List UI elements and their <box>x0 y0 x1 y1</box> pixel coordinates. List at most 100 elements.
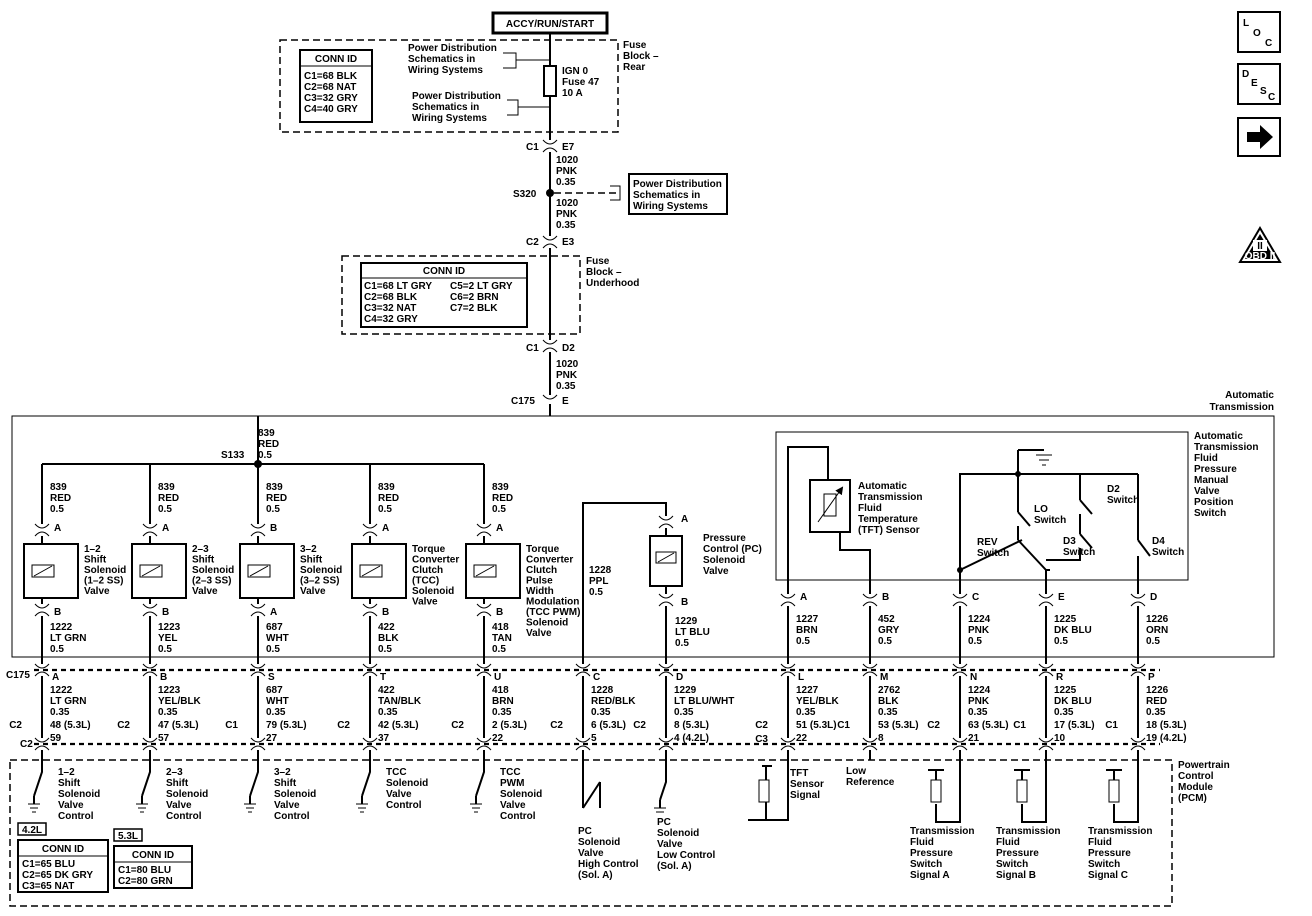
cavity-label: 57 <box>158 733 170 744</box>
terminal <box>34 603 50 617</box>
fuse-block-underhood: CONN ID C1=68 LT GRY C2=68 BLK C3=32 NAT… <box>341 255 639 335</box>
conn-id-line: C3=65 NAT <box>22 881 74 892</box>
cavity-label: 5 <box>591 733 597 744</box>
pcm-label: Signal C <box>1088 870 1128 881</box>
conn-id-title: CONN ID <box>132 850 174 861</box>
pullup-resistor <box>1016 779 1028 803</box>
ground-symbol <box>136 803 148 813</box>
switch-label: LO <box>1034 504 1048 515</box>
conn-label: C2 <box>451 720 464 731</box>
connector-c1-e7: C1 E7 <box>526 139 575 153</box>
wire-label: 1222 <box>50 622 73 633</box>
power-source: ACCY/RUN/START <box>491 11 609 35</box>
wire-label: TAN/BLK <box>378 696 422 707</box>
terminal <box>862 663 878 677</box>
wire-label: 0.35 <box>878 707 898 718</box>
pcm-label: Solenoid <box>58 789 100 800</box>
switch-label: Switch <box>1034 515 1066 526</box>
pcm-label: Low Control <box>657 850 716 861</box>
wire-label: 1222 <box>50 685 73 696</box>
conn-id-line: C4=40 GRY <box>304 104 358 115</box>
pin-label: E7 <box>562 142 575 153</box>
icon-letter: D <box>1242 69 1249 80</box>
conn-label: C1 <box>837 720 850 731</box>
fuse-block-rear: CONN ID C1=68 BLK C2=68 NAT C3=32 GRY C4… <box>279 39 659 133</box>
wire-label: BLK <box>878 696 899 707</box>
cavity-label: 21 <box>968 733 980 744</box>
pin-label: B <box>54 607 61 618</box>
terminal <box>250 737 266 751</box>
wire-label: 1225 <box>1054 685 1077 696</box>
switch-label: D2 <box>1107 484 1120 495</box>
wire-label: 1223 <box>158 685 181 696</box>
wire <box>1113 760 1139 823</box>
cavity-label: 51 (5.3L) <box>796 720 837 731</box>
conn-label: C1 <box>526 142 539 153</box>
terminal <box>862 737 878 751</box>
pcm-label: PWM <box>500 778 524 789</box>
solenoid-4: 839RED0.5ATorqueConverterClutch(TCC)Sole… <box>351 482 459 657</box>
conn-id-line: C3=32 GRY <box>304 93 358 104</box>
icon-letter: L <box>1243 18 1249 29</box>
pin-label: B <box>270 523 277 534</box>
solenoid-coil <box>33 565 53 577</box>
pcm-label: Valve <box>58 800 84 811</box>
pcm-label: Reference <box>846 777 895 788</box>
cavity-label: 2 (5.3L) <box>492 720 527 731</box>
icon-letter: C <box>1268 92 1275 103</box>
pcm-label: Control <box>500 811 536 822</box>
cavity-label: 4 (4.2L) <box>674 733 709 744</box>
terminal <box>780 737 796 751</box>
next-arrow-icon[interactable] <box>1237 117 1281 157</box>
terminal <box>952 663 968 677</box>
component-label: Clutch <box>412 565 443 576</box>
description-icon[interactable]: D E S C <box>1237 63 1281 105</box>
conn-label: C2 <box>9 720 22 731</box>
pcm-label: Valve <box>500 800 526 811</box>
switch-label: REV <box>977 537 998 548</box>
conn-id-title: CONN ID <box>423 266 465 277</box>
pcm-label: Fluid <box>1088 837 1112 848</box>
wire-label: 452 <box>878 614 895 625</box>
component-label: Valve <box>192 586 218 597</box>
conn-label: C2 <box>755 720 768 731</box>
terminal <box>34 737 50 751</box>
switch-label: D4 <box>1152 536 1165 547</box>
cavity-label: 19 (4.2L) <box>1146 733 1187 744</box>
terminal <box>1038 737 1054 751</box>
component-label: Pressure <box>703 533 746 544</box>
conn-id-line: C2=68 NAT <box>304 82 356 93</box>
pcm-label: Valve <box>578 848 604 859</box>
wire-label: 0.5 <box>378 504 392 515</box>
terminal <box>1038 593 1054 607</box>
component-label: Width <box>526 586 554 597</box>
component-label: Automatic <box>1194 431 1243 442</box>
wire-label: 0.35 <box>556 381 576 392</box>
switch-label: D3 <box>1063 536 1076 547</box>
wire-label: 839 <box>378 482 395 493</box>
terminal <box>658 663 674 677</box>
component-label: Solenoid <box>526 618 568 629</box>
terminal <box>362 737 378 751</box>
fluid-pressure-switch-assembly: Automatic Transmission Fluid Pressure Ma… <box>775 431 1258 581</box>
location-icon[interactable]: L O C <box>1237 11 1281 53</box>
component-label: (TCC) <box>412 576 439 587</box>
wire-label: YEL/BLK <box>158 696 202 707</box>
pcm-label: (Sol. A) <box>578 870 613 881</box>
pcm-label: Control <box>274 811 310 822</box>
wire-label: WHT <box>266 633 289 644</box>
component-label: Pulse <box>526 576 553 587</box>
solenoid-coil <box>141 565 161 577</box>
fuse-block-label: Block – <box>623 51 659 62</box>
solenoid-body <box>351 543 407 599</box>
fuse-symbol <box>543 65 557 97</box>
pcm-label: Transmission <box>996 826 1060 837</box>
component-label: Fluid <box>858 503 882 514</box>
